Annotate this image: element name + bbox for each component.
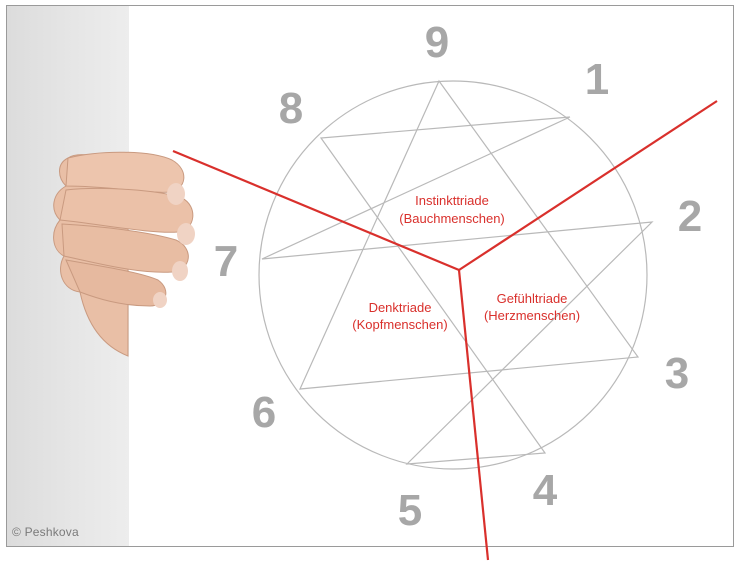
enneagram-figure	[259, 81, 652, 469]
enneagram-point-7: 7	[214, 237, 238, 286]
triad-thinking-name: Denktriade	[369, 300, 432, 315]
triad-feeling-name: Gefühltriade	[497, 291, 568, 306]
enneagram-point-9: 9	[425, 18, 449, 67]
enneagram-point-3: 3	[665, 349, 689, 398]
triad-feeling-subtitle: (Herzmenschen)	[484, 308, 580, 323]
enneagram-point-4: 4	[533, 466, 558, 515]
enneagram-point-8: 8	[279, 84, 303, 133]
enneagram-point-5: 5	[398, 486, 422, 535]
enneagram-hexad	[262, 117, 652, 464]
triad-instinct-subtitle: (Bauchmenschen)	[399, 211, 505, 226]
divider-line-right	[459, 101, 717, 270]
enneagram-point-1: 1	[585, 55, 609, 104]
triad-instinct: Instinkttriade (Bauchmenschen)	[399, 193, 505, 226]
triad-thinking: Denktriade (Kopfmenschen)	[352, 300, 447, 332]
triad-thinking-subtitle: (Kopfmenschen)	[352, 317, 447, 332]
enneagram-circle	[259, 81, 647, 469]
enneagram-point-6: 6	[252, 388, 276, 437]
hand-image	[54, 152, 195, 356]
triad-instinct-name: Instinkttriade	[415, 193, 489, 208]
enneagram-point-2: 2	[678, 192, 702, 241]
photo-credit: © Peshkova	[12, 525, 79, 539]
enneagram-triangle	[300, 81, 638, 389]
